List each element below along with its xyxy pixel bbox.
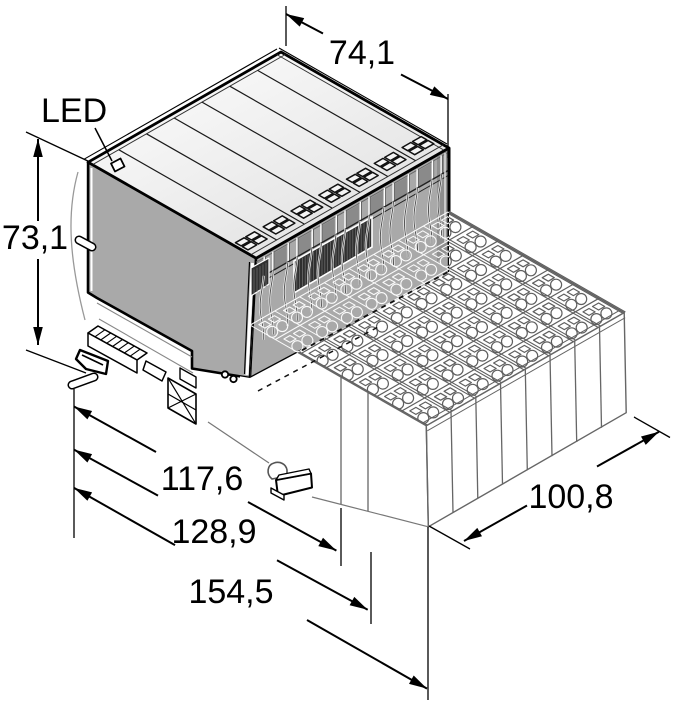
svg-text:154,5: 154,5 bbox=[188, 573, 273, 611]
svg-text:128,9: 128,9 bbox=[171, 513, 256, 551]
svg-text:100,8: 100,8 bbox=[528, 478, 613, 516]
svg-text:73,1: 73,1 bbox=[2, 219, 68, 257]
svg-text:74,1: 74,1 bbox=[329, 34, 395, 72]
svg-text:LED: LED bbox=[41, 92, 107, 130]
svg-text:117,6: 117,6 bbox=[161, 460, 244, 498]
